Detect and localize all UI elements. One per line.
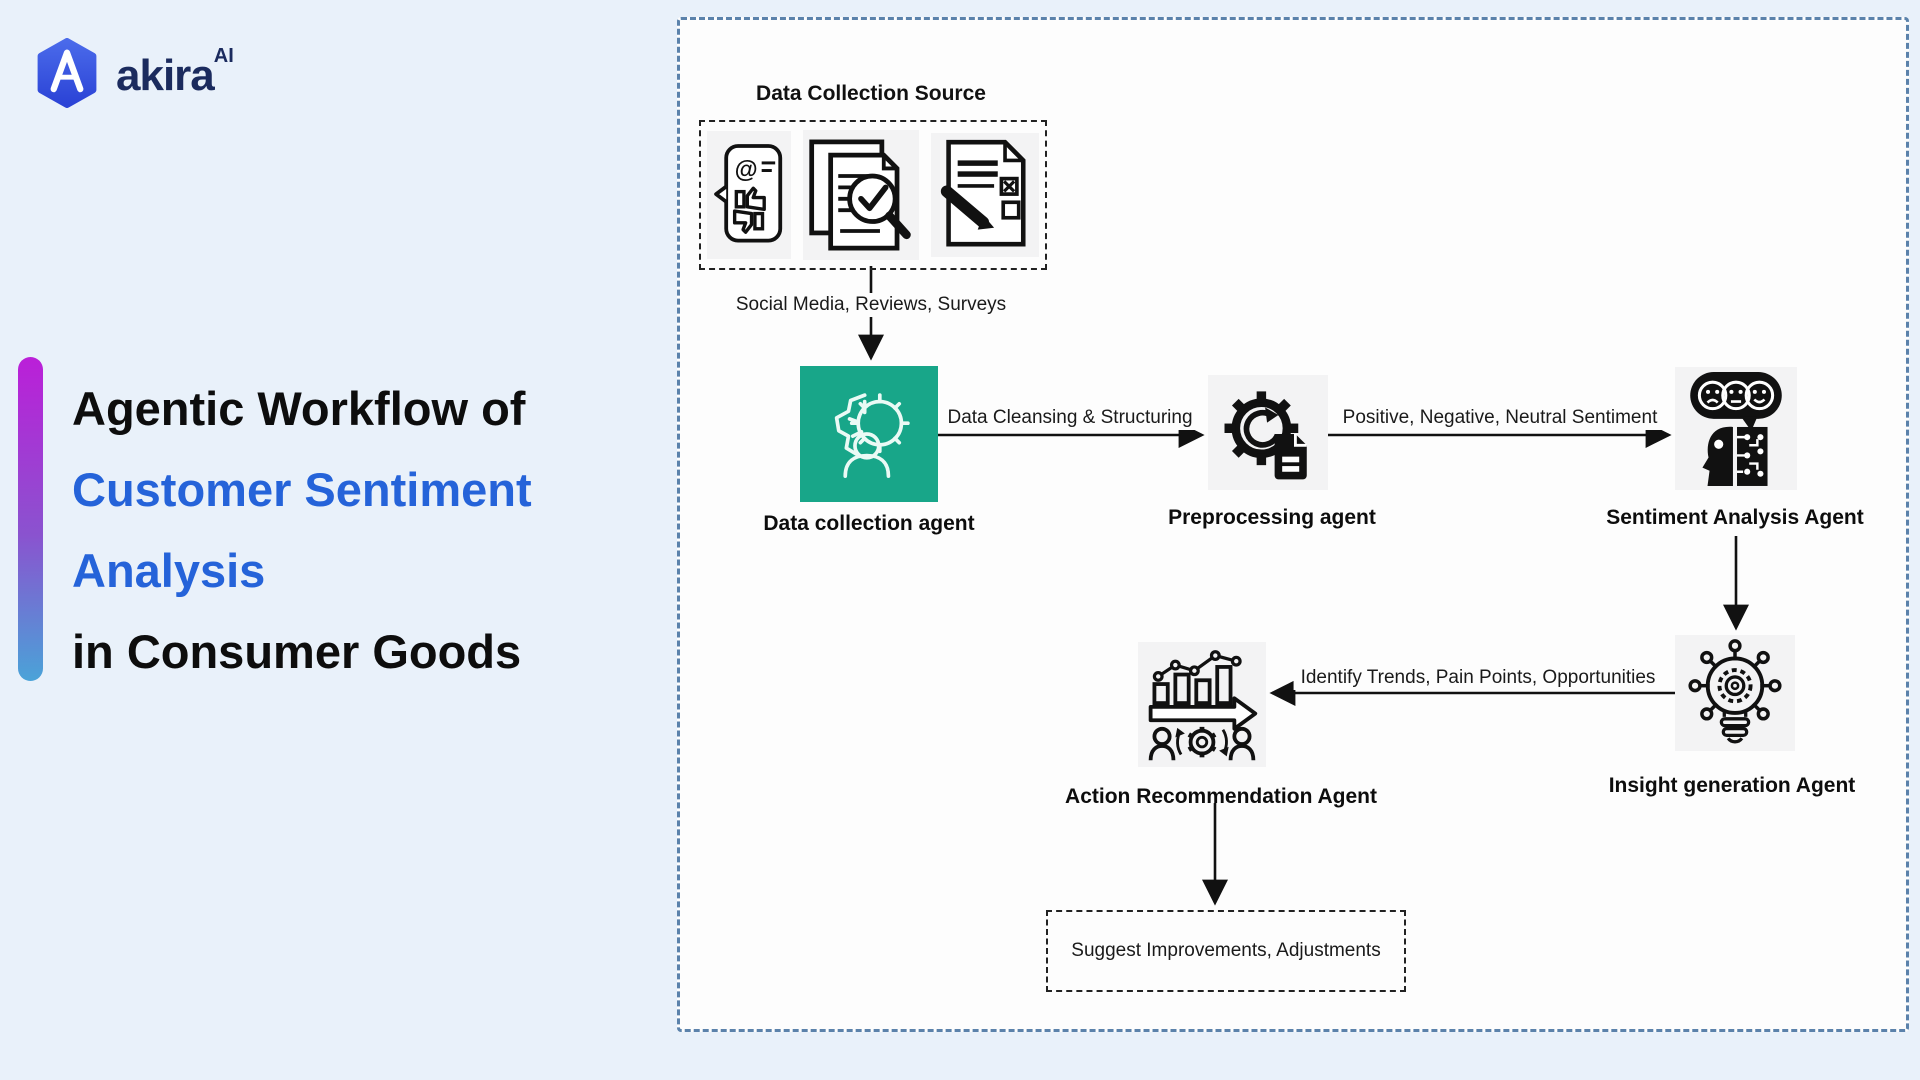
preprocessing-agent-node (1208, 375, 1328, 490)
akira-logo: akiraAI (30, 38, 234, 108)
data-collection-agent-node (800, 366, 938, 502)
edge-label-cleansing: Data Cleansing & Structuring (940, 406, 1200, 430)
reviews-tile (803, 130, 919, 260)
sentiment-analysis-agent-label: Sentiment Analysis Agent (1606, 506, 1864, 529)
social-media-icon: @ (714, 144, 783, 243)
output-box-label: Suggest Improvements, Adjustments (1071, 940, 1381, 961)
action-recommendation-agent-node (1138, 642, 1266, 767)
action-recommendation-agent-label: Action Recommendation Agent (1065, 785, 1377, 808)
akira-hexagon-icon (37, 38, 97, 108)
data-collection-agent-label: Data collection agent (763, 512, 975, 535)
data-collection-agent-icon (834, 393, 910, 478)
output-box: Suggest Improvements, Adjustments (1046, 910, 1406, 992)
action-recommendation-agent-icon (1148, 649, 1258, 760)
preprocessing-agent-label: Preprocessing agent (1168, 506, 1376, 529)
edge-label-trends: Identify Trends, Pain Points, Opportunit… (1293, 666, 1663, 690)
svg-text:@: @ (735, 157, 758, 183)
sentiment-analysis-agent-icon (1690, 371, 1782, 486)
edge-label-sentiment: Positive, Negative, Neutral Sentiment (1335, 406, 1665, 430)
source-box-title: Data Collection Source (756, 82, 986, 105)
social-media-tile: @ (707, 131, 791, 259)
insight-generation-agent-node (1675, 635, 1795, 751)
title-line-2: Customer Sentiment (72, 463, 532, 516)
title-line-1: Agentic Workflow of (72, 382, 526, 435)
survey-icon (940, 139, 1026, 247)
sentiment-analysis-agent-node (1675, 367, 1797, 490)
title-line-4: in Consumer Goods (72, 625, 522, 678)
data-collection-source-box: @ (699, 120, 1047, 270)
insight-generation-agent-label: Insight generation Agent (1608, 774, 1856, 797)
gradient-accent-bar (18, 357, 43, 681)
brand-superscript: AI (213, 45, 234, 67)
survey-tile (931, 133, 1039, 257)
insight-generation-agent-icon (1688, 639, 1782, 744)
brand-text: akiraAI (116, 45, 234, 100)
title-line-3: Analysis (72, 544, 266, 597)
edge-label-source-to-collection: Social Media, Reviews, Surveys (728, 293, 1014, 317)
reviews-icon (809, 139, 911, 251)
page-title: Agentic Workflow of Customer Sentiment A… (72, 368, 532, 692)
workflow-diagram: Data Collection Source @ (677, 17, 1909, 1032)
preprocessing-agent-icon (1224, 390, 1307, 479)
